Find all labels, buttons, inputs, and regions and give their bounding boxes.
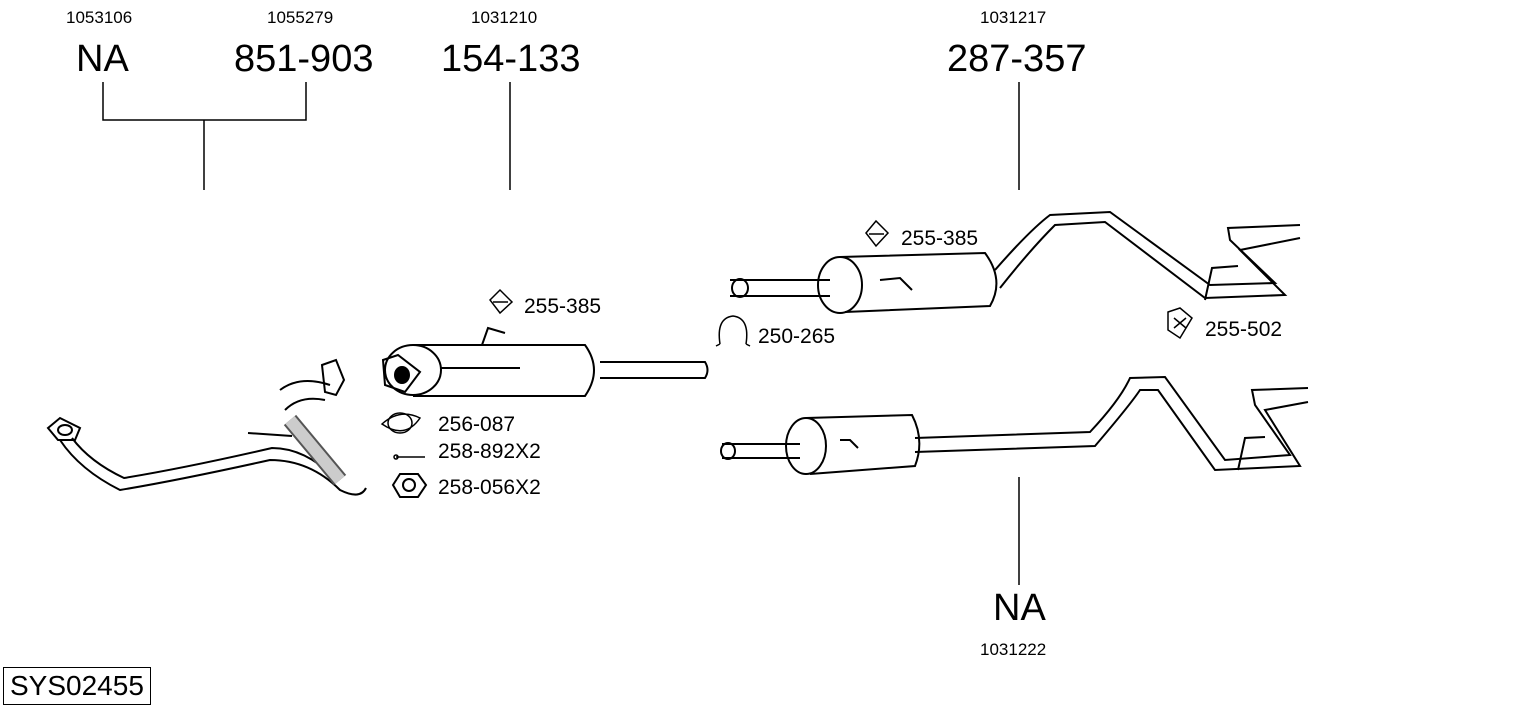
clamp-icon [715, 315, 751, 347]
rear-silencer-upper [730, 210, 1301, 314]
part-label-hanger-1: 255-385 [524, 295, 602, 318]
gasket-icon [380, 412, 422, 434]
part-code-1055279: 1055279 [267, 8, 334, 27]
part-code-1031210: 1031210 [471, 8, 538, 27]
system-id-box: SYS02455 [3, 667, 151, 705]
hex-nut-icon [391, 473, 428, 498]
part-code-1031217: 1031217 [980, 8, 1047, 27]
part-number-na-2: NA [993, 587, 1046, 629]
part-label-clamp: 250-265 [758, 325, 836, 348]
part-number-na-1: NA [76, 38, 129, 80]
part-label-hanger-3: 255-502 [1205, 318, 1283, 341]
part-label-nut: 258-056X2 [438, 476, 541, 499]
part-label-bolt: 258-892X2 [438, 440, 541, 463]
rear-silencer-lower [720, 375, 1309, 475]
middle-muffler [381, 326, 709, 397]
part-code-1053106: 1053106 [66, 8, 133, 27]
bolt-icon [393, 454, 425, 460]
part-label-hanger-2: 255-385 [901, 227, 979, 250]
part-number-154-133: 154-133 [441, 38, 581, 80]
part-label-gasket: 256-087 [438, 413, 516, 436]
leader-lines [102, 82, 1020, 585]
part-number-851-903: 851-903 [234, 38, 374, 80]
front-pipe [46, 358, 367, 496]
rubber-hanger-icon [489, 219, 1193, 340]
part-number-287-357: 287-357 [947, 38, 1087, 80]
part-code-1031222: 1031222 [980, 640, 1047, 659]
